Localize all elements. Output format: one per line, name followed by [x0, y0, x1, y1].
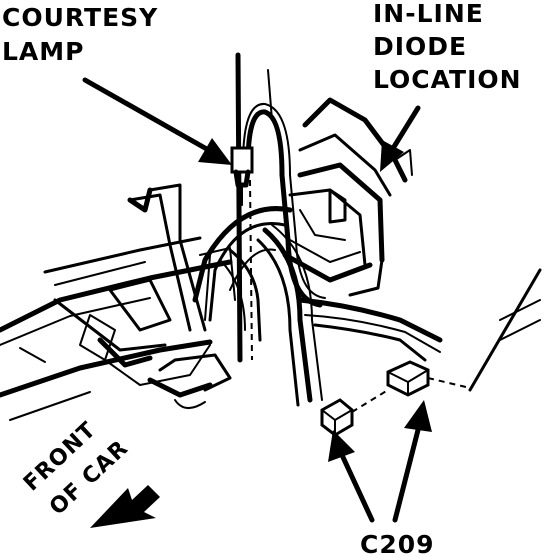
connector-c209 — [320, 360, 471, 437]
pointer-arrows — [82, 77, 432, 523]
inline-diode-label-line2: DIODE — [373, 32, 467, 61]
right-housing — [282, 97, 413, 297]
vertical-pillar — [235, 52, 273, 363]
wiring-harness — [192, 102, 443, 407]
front-of-car-arrow — [90, 485, 160, 528]
connector-c209-label: C209 — [360, 530, 435, 559]
courtesy-lamp-label-line1: COURTESY — [2, 3, 158, 32]
inline-diode-label-line1: IN-LINE — [373, 0, 484, 28]
door-edge — [468, 268, 542, 392]
dashboard-structure — [0, 183, 236, 421]
courtesy-lamp-label-line2: LAMP — [2, 37, 84, 66]
inline-diode-label-line3: LOCATION — [373, 65, 522, 94]
courtesy-lamp-socket — [230, 146, 254, 206]
